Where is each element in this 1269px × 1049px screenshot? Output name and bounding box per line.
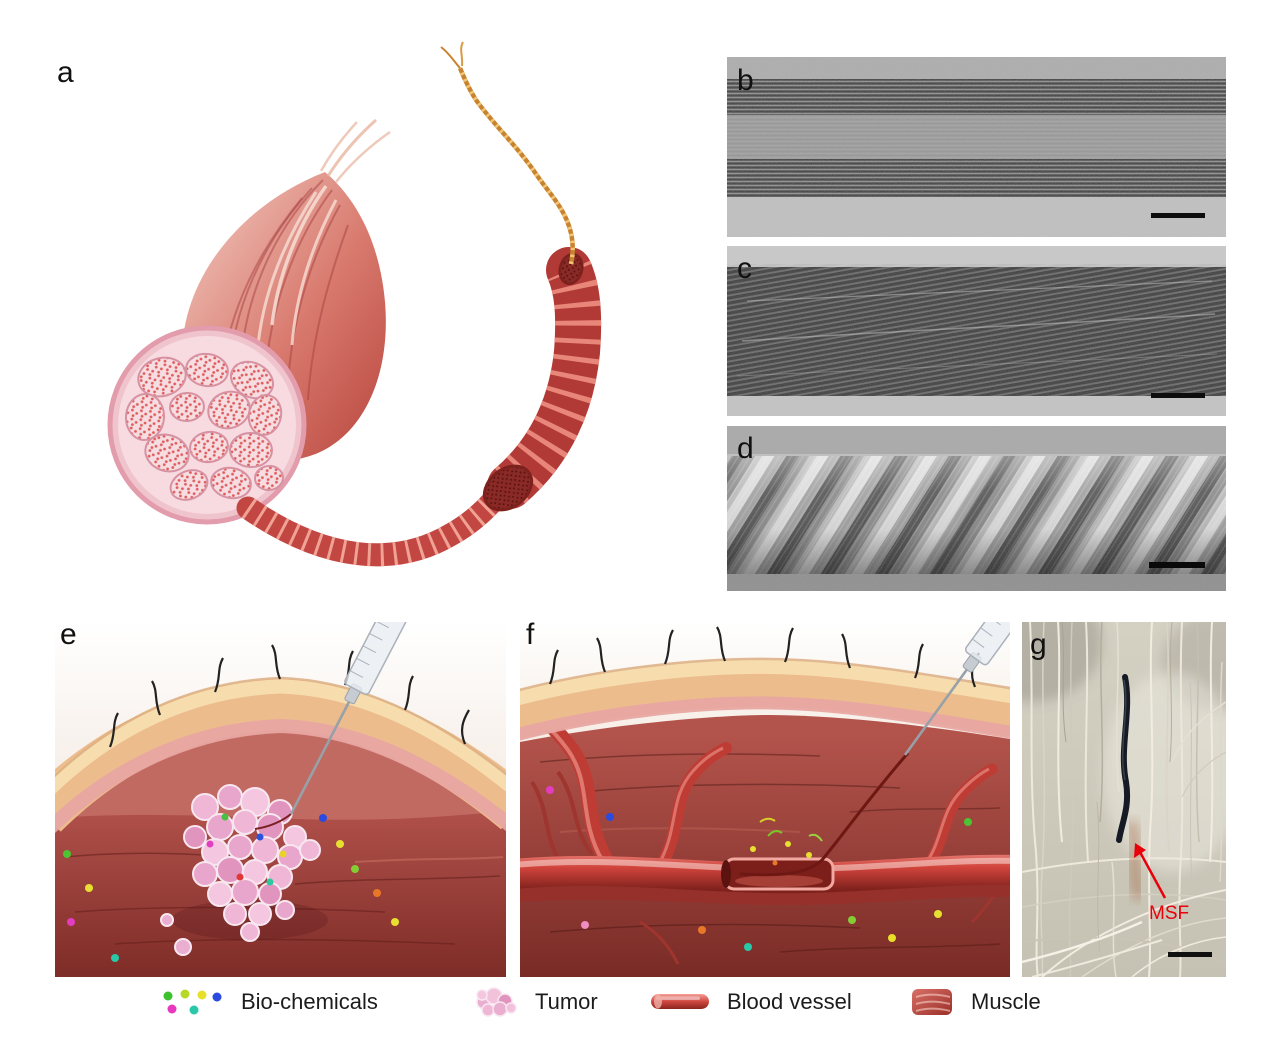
panel-f-vessel-implantation <box>520 622 1010 977</box>
panel-label-g: g <box>1030 628 1047 661</box>
skin-layer <box>520 657 1010 741</box>
panel-d-sem-image <box>727 426 1226 591</box>
panel-g-msf-photo: MSF <box>1022 622 1226 977</box>
scale-bar <box>1149 562 1205 568</box>
biochemical-dots <box>63 814 399 962</box>
biochemicals-icon <box>163 989 222 1015</box>
panel-label-d: d <box>737 432 754 465</box>
muscle-tissue <box>520 715 1010 977</box>
scale-bar <box>1151 393 1205 398</box>
syringe <box>254 622 408 830</box>
legend-item-muscle: Muscle <box>910 984 1041 1020</box>
syringe <box>903 622 1010 756</box>
legend-label-blood-vessel: Blood vessel <box>727 989 852 1014</box>
msf-fiber <box>1116 674 1131 843</box>
blood-vessels <box>520 713 1010 965</box>
panel-label-a: a <box>57 56 74 89</box>
legend-label-muscle: Muscle <box>971 989 1041 1014</box>
legend-item-tumor: Tumor <box>474 984 598 1020</box>
tissue-smudge <box>1125 820 1145 900</box>
panel-b-tem-image <box>727 57 1226 237</box>
msf-arrow <box>1134 843 1167 899</box>
muscle-cross-section <box>107 325 307 525</box>
panel-c-sem-image <box>727 246 1226 416</box>
scale-bar <box>1168 952 1212 957</box>
implanted-fiber <box>739 752 910 877</box>
panel-e-tumor-injection <box>55 622 506 977</box>
panel-a <box>40 40 720 610</box>
muscle-fiber-illustration <box>107 41 602 567</box>
blood-vessel-icon <box>651 994 709 1009</box>
biochemical-dots <box>546 786 972 951</box>
braided-thread <box>440 41 575 265</box>
legend-item-biochemicals: Bio-chemicals <box>158 984 378 1020</box>
panel-label-f: f <box>526 618 535 651</box>
panel-label-b: b <box>737 64 754 97</box>
panel-label-e: e <box>60 618 77 651</box>
tumor-icon <box>476 987 517 1017</box>
msf-label: MSF <box>1149 903 1189 924</box>
hairs <box>108 644 470 748</box>
tumor-cluster <box>160 784 328 956</box>
muscle-icon <box>912 989 952 1015</box>
striped-fiber <box>236 247 602 567</box>
scale-bar <box>1151 213 1205 218</box>
fur-hairs <box>1022 622 1226 977</box>
panel-label-c: c <box>737 252 752 285</box>
legend-label-tumor: Tumor <box>535 989 598 1014</box>
legend-item-blood-vessel: Blood vessel <box>650 984 852 1020</box>
legend-label-biochemicals: Bio-chemicals <box>241 989 378 1014</box>
